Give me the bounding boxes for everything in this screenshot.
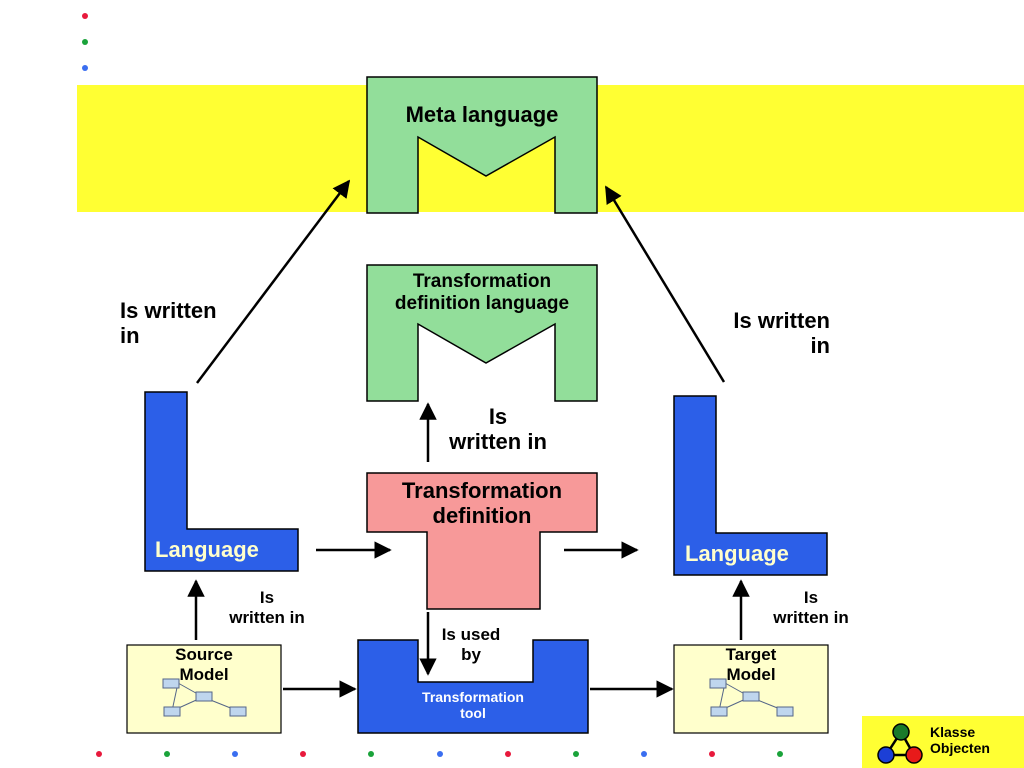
tdl-label: Transformation definition language: [367, 271, 597, 315]
right-written-in-line2: in: [810, 333, 830, 359]
language-right-label: Language: [685, 541, 789, 566]
left-written-in-label: Is written in: [120, 298, 217, 349]
arrow-right-language-to-meta: [604, 185, 726, 383]
used-by-line1: Is used: [441, 625, 501, 644]
bullet-dot: [82, 39, 88, 45]
transformation-tool-shape: [357, 639, 589, 734]
source-written-in-line1: Is: [259, 588, 275, 607]
source-model-label-line1: Source: [175, 645, 233, 664]
source-written-in-line2: written in: [229, 607, 305, 627]
language-left-shape: [144, 391, 299, 572]
meta-language-label: Meta language: [405, 102, 559, 127]
transformation-definition-language-shape: [366, 264, 598, 402]
source-model-label: Source Model: [127, 645, 281, 684]
logo-text-line1: Klasse: [930, 724, 976, 740]
transformation-tool-label-line2: tool: [460, 705, 486, 722]
tdl-label-line1: Transformation: [412, 271, 552, 292]
td-label: Transformation definition: [367, 478, 597, 529]
bullet-dot: [82, 13, 88, 19]
left-written-in-line2: in: [120, 323, 140, 349]
used-by-label: Is used by: [431, 625, 511, 664]
footer-dot: [777, 751, 783, 757]
left-written-in-line1: Is written: [120, 298, 217, 323]
logo-text-line2: Objecten: [930, 740, 990, 757]
source-model-box: [126, 644, 282, 734]
used-by-line2: by: [461, 644, 481, 664]
source-model-mini-diagram: [162, 678, 247, 717]
transformation-tool-label-line1: Transformation: [422, 689, 524, 705]
language-left-label: Language: [155, 537, 259, 562]
transformation-definition-shape: [366, 472, 598, 610]
footer-dot: [96, 751, 102, 757]
target-model-label: Target Model: [674, 645, 828, 684]
arrow-left-language-to-meta: [196, 179, 351, 384]
center-written-in-label: Is written in: [438, 404, 558, 455]
bullet-dot: [82, 65, 88, 71]
target-written-in-line2: written in: [773, 607, 849, 627]
footer-dot: [437, 751, 443, 757]
target-model-label-line1: Target: [725, 645, 777, 664]
td-label-line2: definition: [432, 503, 532, 529]
footer-dot: [573, 751, 579, 757]
right-written-in-label: Is written in: [690, 308, 830, 359]
target-written-in-line1: Is: [803, 588, 819, 607]
footer-dot: [368, 751, 374, 757]
target-model-mini-diagram: [709, 678, 794, 717]
language-right-shape: [673, 395, 828, 576]
source-written-in-label: Is written in: [217, 588, 317, 627]
logo-icon: [877, 723, 923, 764]
footer-dot: [232, 751, 238, 757]
target-model-label-line2: Model: [726, 664, 776, 684]
tdl-label-line2: definition language: [394, 292, 570, 314]
footer-dot: [709, 751, 715, 757]
target-written-in-label: Is written in: [761, 588, 861, 627]
td-label-line1: Transformation: [401, 478, 563, 503]
meta-language-shape: [366, 76, 598, 214]
footer-dot: [164, 751, 170, 757]
source-model-label-line2: Model: [179, 664, 229, 684]
right-written-in-line1: Is written: [733, 308, 830, 333]
footer-dot: [641, 751, 647, 757]
logo-text: Klasse Objecten: [930, 724, 990, 756]
target-model-box: [673, 644, 829, 734]
footer-dot: [505, 751, 511, 757]
footer-dot: [300, 751, 306, 757]
transformation-tool-label: Transformation tool: [358, 689, 588, 721]
center-written-in-line2: written in: [449, 429, 547, 455]
center-written-in-line1: Is: [488, 404, 508, 429]
